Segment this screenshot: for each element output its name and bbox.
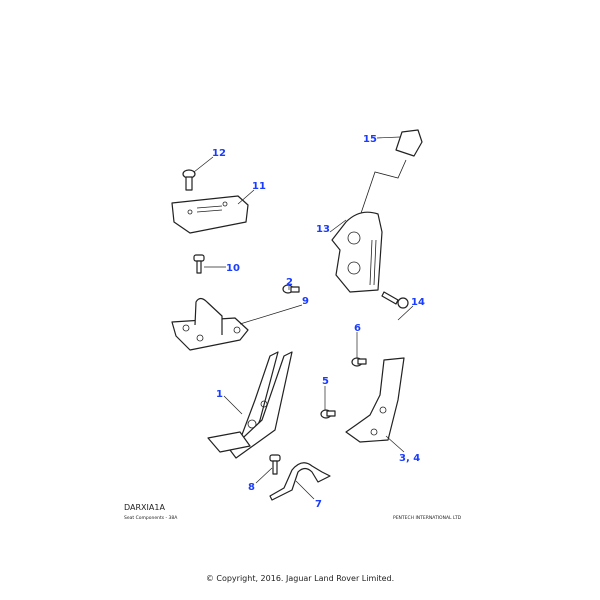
part-1-hinge (207, 351, 293, 459)
callout-13: 13 (316, 224, 330, 235)
part-14-bolt (381, 291, 409, 309)
part-15-knob (355, 129, 423, 229)
callout-5: 5 (322, 376, 329, 387)
part-2-screw (282, 284, 300, 294)
part-10-bolt (193, 254, 205, 274)
publisher-label: PENTECH INTERNATIONAL LTD (393, 516, 462, 521)
part-3-4-hinge (345, 357, 405, 443)
copyright-notice: © Copyright, 2016. Jaguar Land Rover Lim… (205, 574, 395, 583)
callout-6: 6 (354, 323, 361, 334)
callout-9: 9 (302, 296, 309, 307)
part-13-latch (331, 211, 383, 293)
part-12-screw (182, 169, 196, 191)
callout-3-4: 3, 4 (399, 453, 420, 464)
callout-14: 14 (411, 297, 425, 308)
part-5-screw (320, 409, 336, 419)
part-9-bracket (171, 297, 249, 351)
callout-2: 2 (286, 277, 293, 288)
diagram-code: DARXIA1A (124, 503, 165, 512)
part-7-strap (269, 462, 331, 501)
callout-1: 1 (216, 389, 223, 400)
leader-lines (193, 136, 414, 500)
diagram-caption: Seat Components - 38A (124, 516, 178, 521)
callout-10: 10 (226, 263, 240, 274)
part-6-screw (351, 357, 367, 367)
part-8-bolt (269, 454, 281, 475)
part-11-pad (171, 195, 249, 234)
callout-8: 8 (248, 482, 255, 493)
callout-7: 7 (315, 499, 322, 510)
callout-11: 11 (252, 181, 266, 192)
callout-15: 15 (363, 134, 377, 145)
callout-12: 12 (212, 148, 226, 159)
